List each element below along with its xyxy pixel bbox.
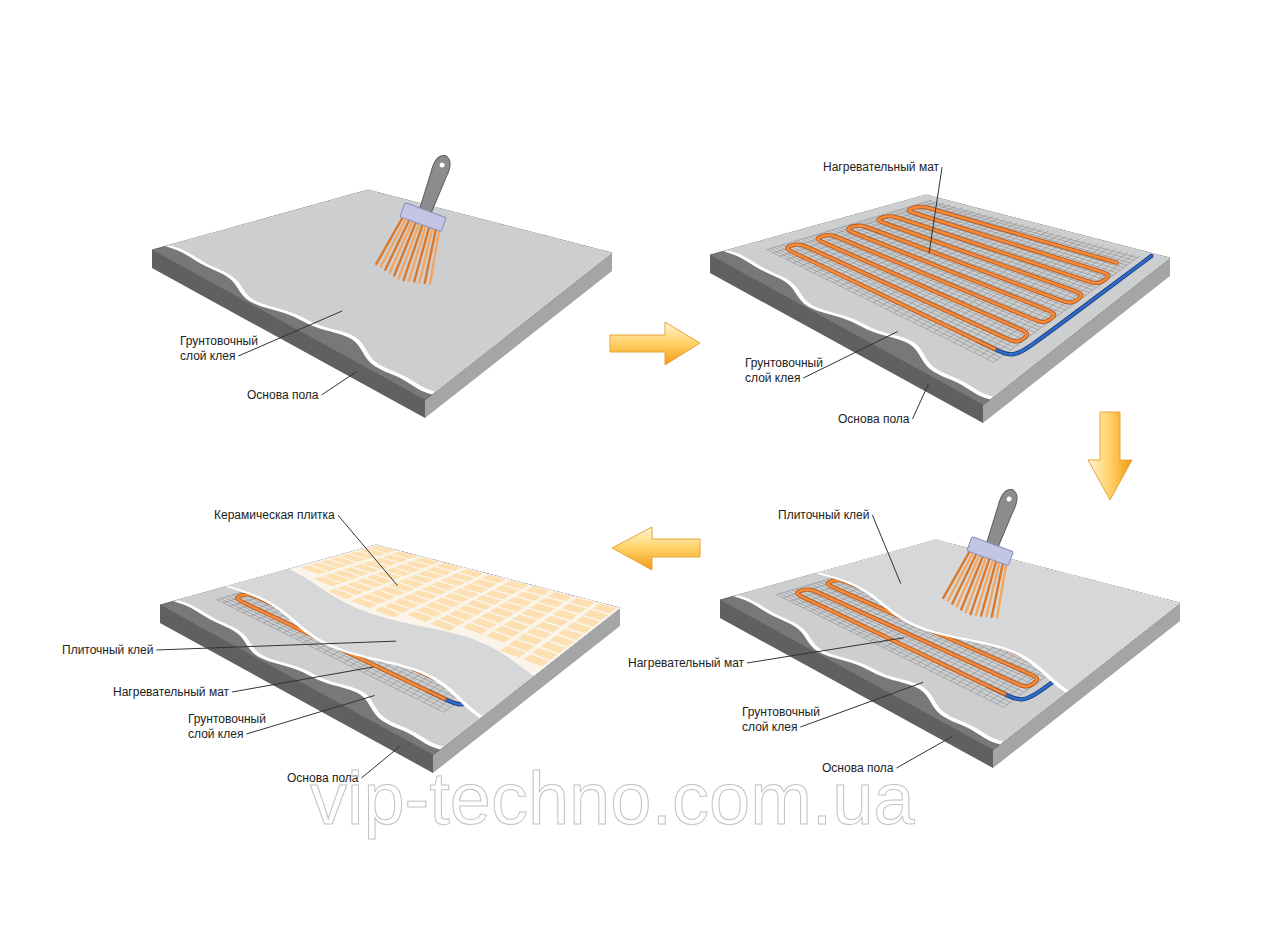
ceramic-tile: [481, 575, 506, 584]
layer-label: Плиточный клей: [62, 643, 153, 658]
slab-top: [710, 195, 1170, 405]
primer-layer: [177, 545, 620, 747]
leader-line: [232, 667, 373, 692]
layer-label: Грунтовочный слой клея: [188, 712, 288, 742]
primer-edge: [733, 540, 1180, 744]
leader-line: [929, 167, 942, 253]
ceramic-tile: [525, 586, 550, 595]
step-arrow: [1088, 412, 1132, 500]
brush-icon: [374, 146, 473, 289]
floor-panel: [710, 195, 1170, 423]
ceramic-tile: [414, 557, 439, 565]
brush-bristle: [988, 564, 1015, 617]
ceramic-tile: [503, 580, 528, 589]
mat-mesh: [767, 200, 1140, 362]
layer-label: Нагревательный мат: [628, 656, 744, 671]
ceramic-tile: [592, 604, 617, 614]
brush-bristle: [421, 230, 448, 283]
layer-label: Грунтовочный слой клея: [180, 334, 280, 364]
layer-label: Плиточный клей: [778, 508, 869, 523]
brush-icon: [941, 480, 1040, 623]
leader-line: [912, 384, 928, 419]
brush-bristle: [969, 558, 990, 614]
step-arrow: [610, 322, 700, 365]
brush-ferrule: [967, 537, 1013, 566]
floor-panel: [160, 545, 620, 773]
heating-cable: [787, 207, 1116, 349]
brush-hole: [439, 162, 445, 168]
ceramic-tile: [392, 552, 418, 559]
leader-line: [747, 638, 904, 663]
heating-cable: [787, 207, 1116, 349]
watermark: vip-techno.com.ua: [310, 762, 915, 836]
brush-handle: [984, 487, 1020, 549]
primer-layer: [737, 540, 1180, 742]
leader-line: [800, 682, 923, 727]
brush-ferrule: [400, 203, 446, 232]
primer-layer: [727, 195, 1170, 397]
brush-bristle: [402, 224, 423, 280]
primer-edge: [165, 190, 612, 394]
layer-label: Основа пола: [247, 388, 318, 403]
brush-handle: [417, 153, 453, 215]
primer-edge: [723, 195, 1170, 399]
ceramic-tile: [369, 546, 395, 553]
ceramic-tile: [548, 592, 573, 601]
adhesive-edge: [816, 540, 1180, 693]
layer-label: Керамическая плитка: [214, 508, 335, 523]
brush-hole: [1006, 496, 1012, 502]
ceramic-tile: [436, 563, 461, 571]
layer-label: Нагревательный мат: [113, 685, 229, 700]
slab-top: [152, 190, 612, 400]
floor-panel: [720, 480, 1180, 768]
layer-label: Нагревательный мат: [823, 160, 939, 175]
step-arrow: [612, 527, 700, 570]
leader-line: [872, 515, 900, 584]
leader-line: [156, 641, 396, 650]
tile-adhesive: [229, 545, 620, 716]
leader-lines: [156, 167, 952, 778]
layer-label: Основа пола: [838, 412, 909, 427]
leader-line: [321, 372, 356, 396]
layer-label: Грунтовочный слой клея: [745, 356, 845, 386]
ceramic-tile: [570, 598, 595, 608]
leader-line: [803, 332, 897, 378]
leader-line: [338, 515, 398, 585]
ceramic-tile: [459, 569, 484, 577]
adhesive-edge: [226, 545, 620, 718]
primer-layer: [169, 190, 612, 392]
layer-label: Грунтовочный слой клея: [742, 705, 842, 735]
floor-panel: [152, 146, 612, 418]
tile-ground: [289, 545, 620, 676]
slab-top: [720, 540, 1180, 750]
leader-line: [238, 311, 342, 356]
